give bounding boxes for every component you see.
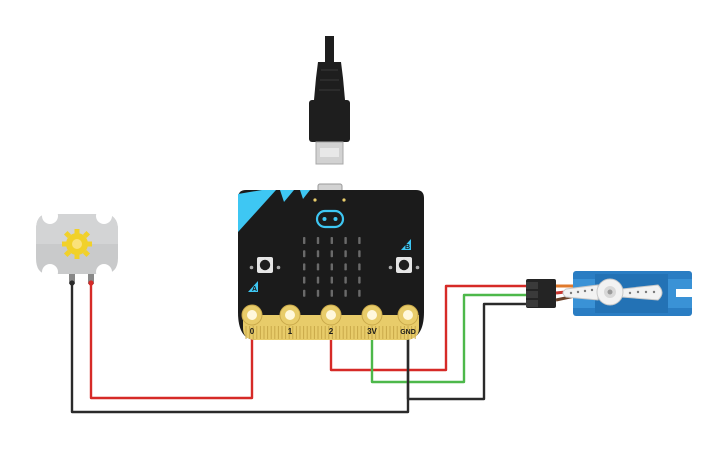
- led: [303, 263, 306, 271]
- led: [344, 289, 347, 297]
- button-b[interactable]: B: [388, 239, 420, 273]
- led: [358, 263, 361, 271]
- led: [330, 237, 333, 244]
- led: [330, 276, 333, 284]
- microbit-board[interactable]: A B 0 1 2 3V GND: [238, 183, 424, 340]
- servo-motor[interactable]: [526, 271, 696, 316]
- led: [344, 276, 347, 284]
- led: [316, 276, 320, 284]
- pin-1[interactable]: 1: [279, 304, 301, 336]
- led: [303, 250, 306, 258]
- wires: [70, 280, 530, 414]
- led: [344, 263, 347, 271]
- led: [316, 237, 320, 244]
- button-b-label: B: [405, 244, 410, 251]
- led-matrix: [303, 237, 361, 297]
- pin-gnd[interactable]: GND: [397, 304, 419, 336]
- led: [358, 237, 361, 244]
- led: [344, 237, 347, 244]
- led: [330, 263, 333, 271]
- led: [330, 250, 333, 258]
- motor-shaft-gear-icon: [62, 229, 92, 259]
- pin-0[interactable]: 0: [241, 304, 263, 336]
- led: [303, 237, 306, 244]
- led: [316, 263, 320, 271]
- pin-label: GND: [400, 329, 416, 336]
- pin-2[interactable]: 2: [320, 304, 342, 336]
- microbit-logo[interactable]: [315, 209, 345, 229]
- usb-cable[interactable]: [309, 36, 350, 165]
- pin-label: 3V: [367, 327, 377, 336]
- led: [358, 289, 361, 297]
- wire-servo-pin2[interactable]: [329, 284, 530, 372]
- pin-3v[interactable]: 3V: [361, 304, 383, 336]
- pin-label: 2: [329, 327, 334, 336]
- led: [330, 289, 333, 297]
- pins: 0 1 2 3V GND: [241, 304, 419, 336]
- led: [344, 250, 347, 258]
- dc-motor[interactable]: [36, 208, 118, 286]
- led: [303, 289, 306, 297]
- wire-servo-gnd[interactable]: [406, 302, 530, 401]
- wire-servo-3v[interactable]: [370, 293, 530, 384]
- led: [316, 289, 320, 297]
- pin-label: 1: [288, 327, 293, 336]
- wire-motor-pin0[interactable]: [89, 280, 254, 400]
- button-a[interactable]: A: [248, 257, 281, 293]
- servo-horn[interactable]: [562, 278, 663, 306]
- led: [358, 276, 361, 284]
- led: [316, 250, 320, 258]
- button-a-label: A: [252, 286, 257, 293]
- led: [358, 250, 361, 258]
- pin-label: 0: [250, 327, 255, 336]
- led: [303, 276, 306, 284]
